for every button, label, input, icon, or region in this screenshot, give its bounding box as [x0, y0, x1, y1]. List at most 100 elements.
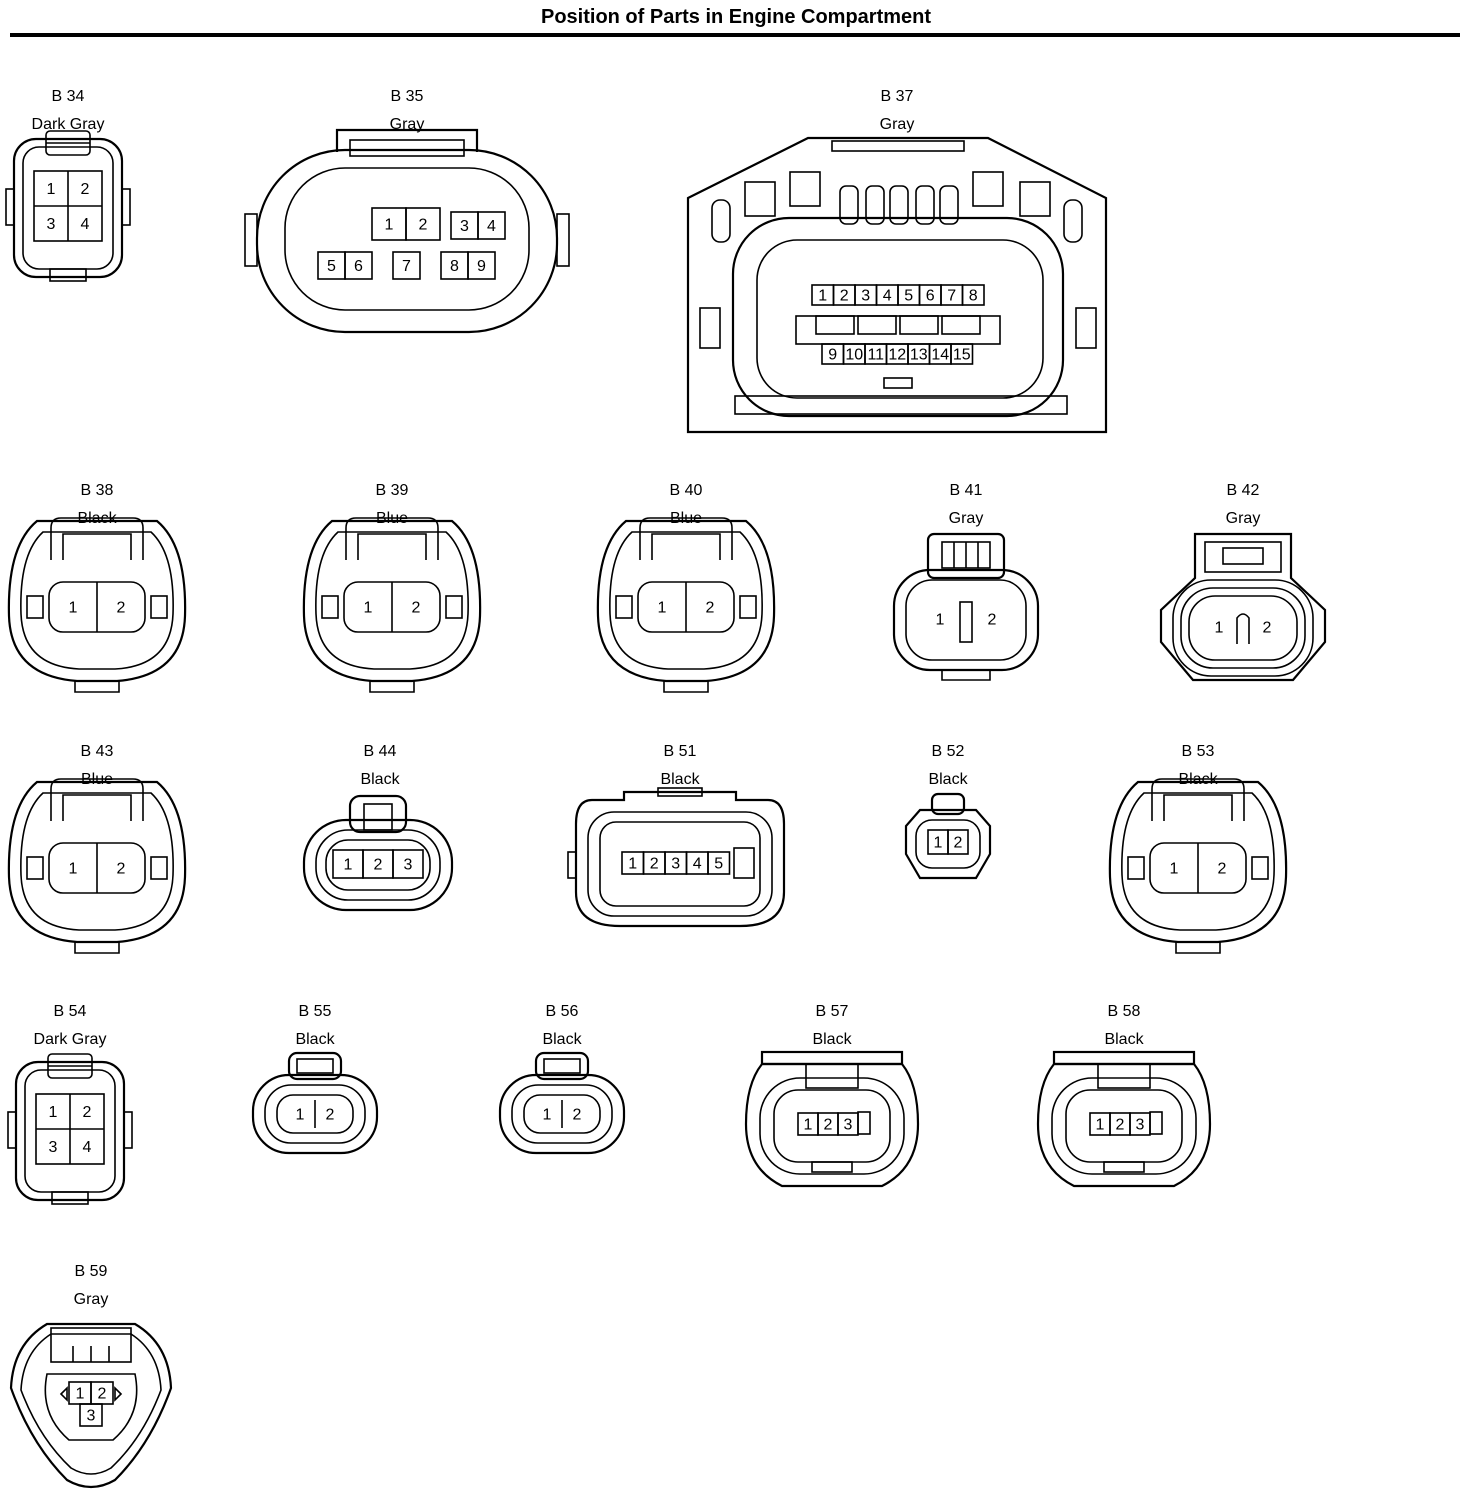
- pin-number: 2: [954, 835, 963, 852]
- connector-code: B 53: [1181, 743, 1215, 760]
- pin-number: 3: [87, 1408, 96, 1425]
- connector-code: B 34: [51, 88, 85, 105]
- connector-caption: B 54 Dark Gray: [0, 998, 140, 1054]
- connector-color: Dark Gray: [31, 116, 105, 133]
- title-rule: [10, 33, 1460, 37]
- pin-number: 7: [947, 288, 956, 305]
- pin-number: 1: [543, 1107, 552, 1124]
- pin-number: 3: [1136, 1117, 1145, 1134]
- pin-number: 2: [824, 1117, 833, 1134]
- pin-cell: [947, 829, 969, 855]
- pin-cell: [961, 284, 985, 306]
- pin-number: 11: [867, 347, 884, 364]
- pin-number: 1: [934, 835, 943, 852]
- pin-number: 3: [404, 857, 413, 874]
- pin-number: 2: [1116, 1117, 1125, 1134]
- connector-code: B 51: [663, 743, 697, 760]
- pin-number: 8: [450, 258, 459, 275]
- connector-color: Blue: [375, 510, 409, 527]
- connector-13: 1 2 3 4: [7, 1053, 133, 1205]
- connector-caption: B 56 Black: [492, 998, 632, 1054]
- pin-number: 2: [840, 288, 849, 305]
- pin-cell: [392, 251, 421, 280]
- connector-code: B 56: [545, 1003, 579, 1020]
- pin-number: 2: [419, 217, 428, 234]
- connector-color: Black: [542, 1031, 582, 1048]
- connector-code: B 42: [1226, 482, 1260, 499]
- pin-cell: [477, 211, 506, 240]
- connector-color: Black: [360, 771, 400, 788]
- pin-number: 1: [364, 600, 373, 617]
- connector-color: Black: [295, 1031, 335, 1048]
- pin-number: 2: [1218, 861, 1227, 878]
- pin-number: 3: [49, 1139, 58, 1156]
- pin-number: 3: [844, 1117, 853, 1134]
- pin-number: 1: [49, 1104, 58, 1121]
- pin-number: 2: [573, 1107, 582, 1124]
- connector-code: B 35: [390, 88, 424, 105]
- pin-number: 2: [374, 857, 383, 874]
- pin-number: 4: [83, 1139, 92, 1156]
- pin-number: 1: [936, 612, 945, 629]
- connector-caption: B 55 Black: [245, 998, 385, 1054]
- connector-code: B 43: [80, 743, 114, 760]
- pin-number: 2: [83, 1104, 92, 1121]
- connector-code: B 37: [880, 88, 914, 105]
- connector-code: B 55: [298, 1003, 332, 1020]
- connector-color: Black: [812, 1031, 852, 1048]
- connector-color: Dark Gray: [33, 1031, 107, 1048]
- connector-code: B 39: [375, 482, 409, 499]
- pin-cell: [405, 207, 441, 241]
- pin-cell: [392, 849, 424, 879]
- pin-number: 3: [47, 216, 56, 233]
- connector-code: B 58: [1107, 1003, 1141, 1020]
- pin-number: 1: [385, 217, 394, 234]
- connector-color: Black: [77, 510, 117, 527]
- pin-cell: [950, 343, 974, 365]
- pin-number: 12: [888, 347, 906, 364]
- connector-color: Gray: [389, 116, 425, 133]
- pin-number: 5: [714, 856, 723, 873]
- pin-cell: [79, 1403, 103, 1427]
- pin-number: 3: [861, 288, 870, 305]
- pin-number: 13: [910, 347, 928, 364]
- pin-number: 2: [117, 600, 126, 617]
- pin-number: 1: [69, 861, 78, 878]
- pin-number: 2: [412, 600, 421, 617]
- pin-cell: [1129, 1112, 1151, 1136]
- pin-number: 2: [1263, 620, 1272, 637]
- connector-code: B 54: [53, 1003, 87, 1020]
- pin-number: 1: [818, 288, 827, 305]
- pin-number: 2: [988, 612, 997, 629]
- pin-number: 2: [117, 861, 126, 878]
- pin-number: 7: [402, 258, 411, 275]
- pin-number: 6: [926, 288, 935, 305]
- pin-number: 1: [344, 857, 353, 874]
- pin-number: 1: [1170, 861, 1179, 878]
- connector-color: Blue: [80, 771, 114, 788]
- pin-number: 4: [883, 288, 892, 305]
- pin-number: 6: [354, 258, 363, 275]
